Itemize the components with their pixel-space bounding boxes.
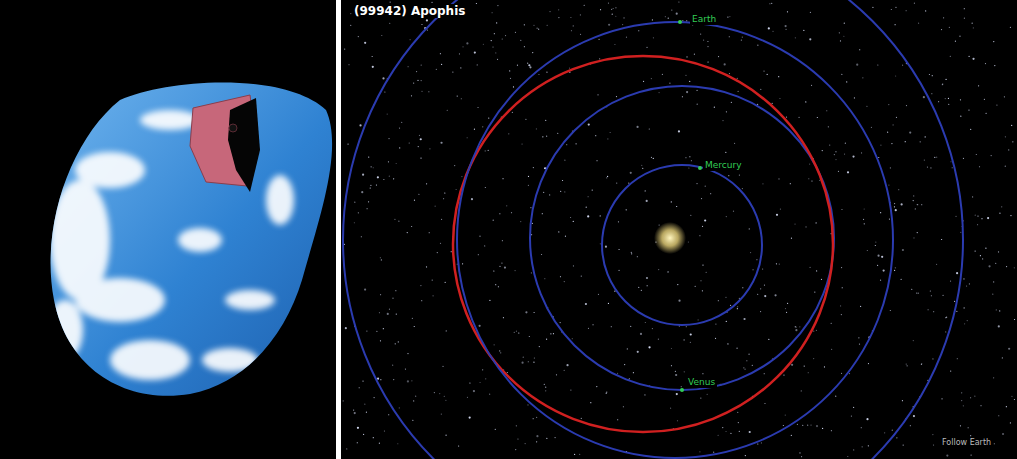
view-note: Follow Earth — [940, 438, 993, 448]
asteroid-model — [47, 82, 332, 395]
apophis-orbit — [453, 56, 833, 432]
planet-label: Venus — [686, 377, 717, 388]
orbits — [343, 0, 963, 459]
mars-orbit — [343, 0, 963, 459]
star-field — [343, 1, 1016, 457]
earth-orbit — [457, 22, 893, 458]
view-title: (99942) Apophis — [352, 4, 467, 18]
venus-orbit — [530, 86, 834, 390]
mercury-orbit — [602, 165, 762, 325]
sun — [654, 222, 686, 254]
planet-label: Mercury — [703, 160, 743, 171]
left-panel — [0, 0, 336, 459]
planet-label: Earth — [690, 14, 718, 25]
planet-markers — [678, 20, 702, 392]
right-panel — [341, 0, 1017, 459]
